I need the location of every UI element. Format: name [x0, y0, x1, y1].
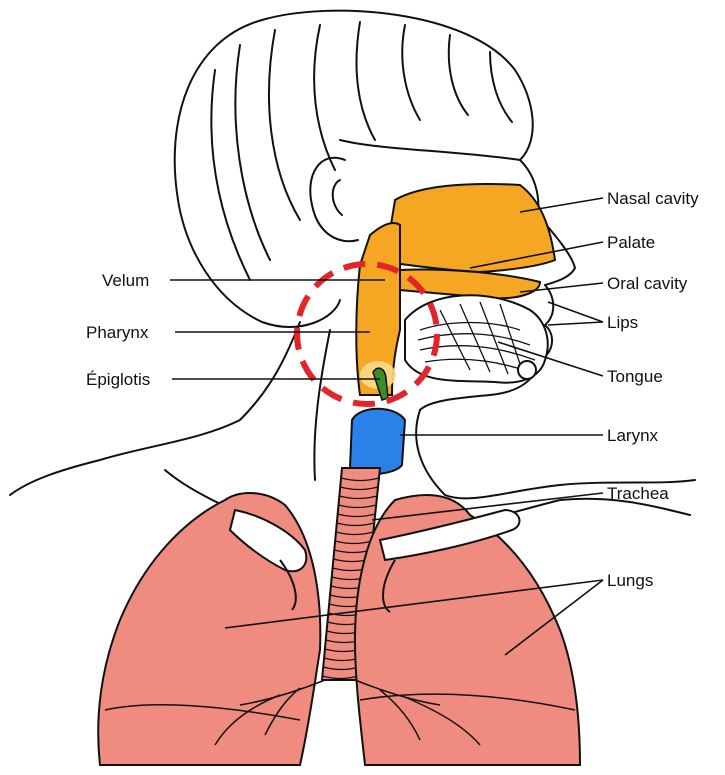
leader-lips-lower	[548, 322, 603, 325]
nasal-cavity-region	[385, 184, 555, 272]
larynx-shape	[350, 409, 405, 474]
lips-circle	[518, 361, 536, 379]
label-palate: Palate	[607, 233, 655, 252]
label-nasal-cavity: Nasal cavity	[607, 189, 699, 208]
label-tongue: Tongue	[607, 367, 663, 386]
label-pharynx: Pharynx	[86, 323, 149, 342]
label-lungs: Lungs	[607, 571, 653, 590]
leader-lips-upper	[548, 302, 603, 322]
label-oral-cavity: Oral cavity	[607, 274, 688, 293]
label-epiglottis: Épiglotis	[86, 370, 150, 389]
label-trachea: Trachea	[607, 484, 669, 503]
label-lips: Lips	[607, 313, 638, 332]
label-velum: Velum	[102, 271, 149, 290]
label-larynx: Larynx	[607, 426, 659, 445]
